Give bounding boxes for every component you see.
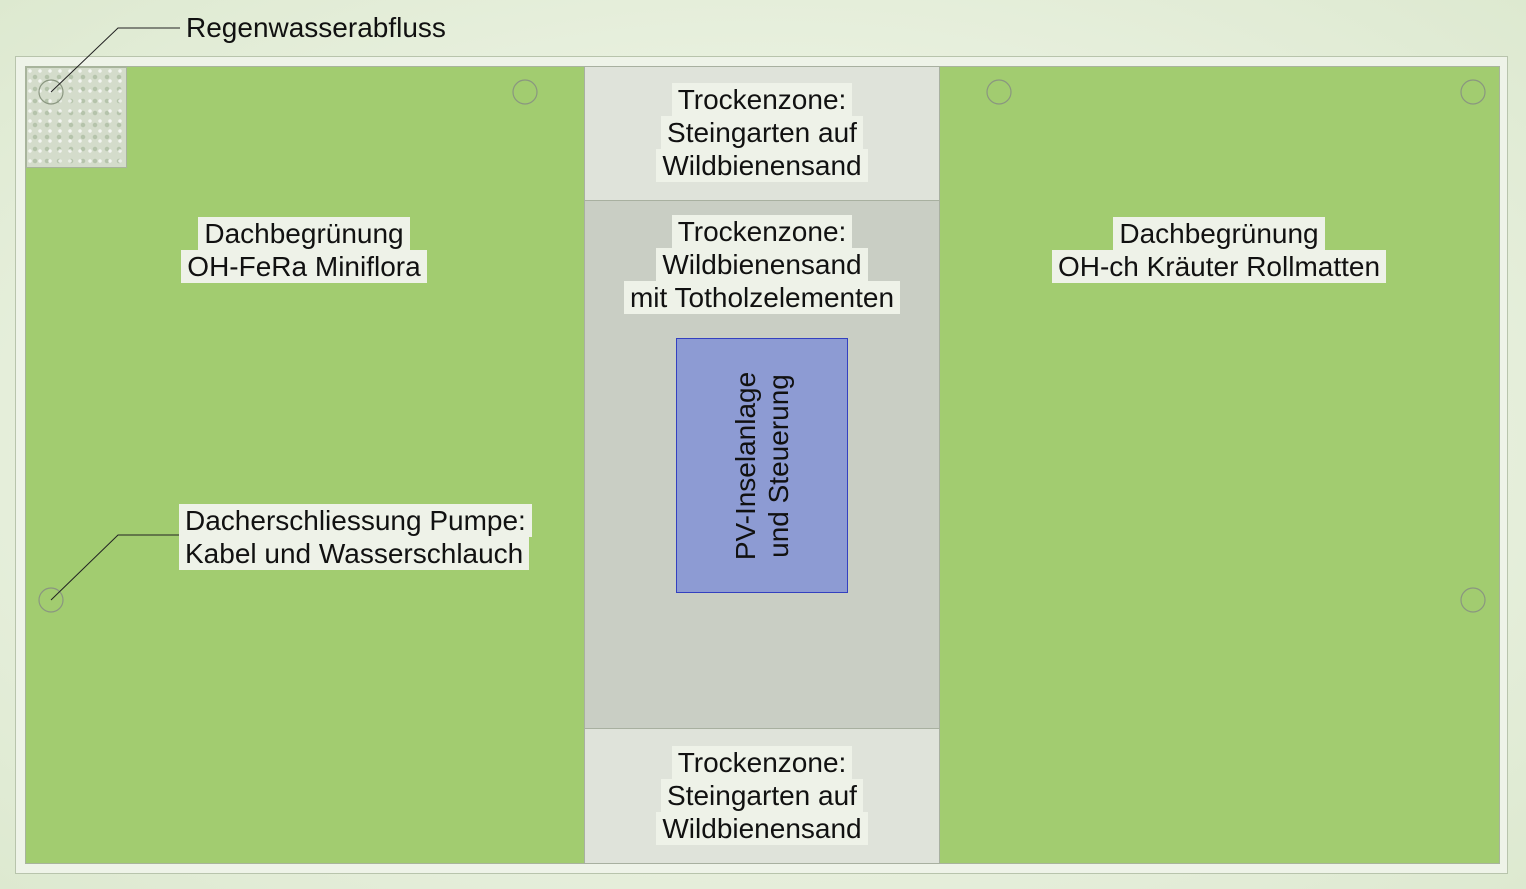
- green-roof-right-zone: [939, 66, 1500, 864]
- drain-outlet-circle: [1460, 587, 1486, 613]
- rainwater-drain-gravel: [26, 67, 127, 168]
- drain-outlet-circle: [512, 79, 538, 105]
- center-mid-label: Trockenzone: Wildbienensand mit Totholze…: [584, 215, 940, 314]
- left-zone-label: Dachbegrünung OH-FeRa Miniflora: [170, 217, 438, 283]
- pump-leader-line: [50, 534, 180, 601]
- right-zone-label: Dachbegrünung OH-ch Kräuter Rollmatten: [1036, 217, 1402, 283]
- pv-system-box: PV-Inselanlage und Steuerung: [676, 338, 848, 593]
- pv-system-label: PV-Inselanlage und Steuerung: [730, 371, 794, 560]
- drain-outlet-circle: [1460, 79, 1486, 105]
- pump-access-circle: [38, 587, 64, 613]
- drain-outlet-circle: [986, 79, 1012, 105]
- drain-outlet-circle: [38, 79, 64, 105]
- regenwasser-leader-line: [50, 27, 180, 93]
- pump-label: Dacherschliessung Pumpe: Kabel und Wasse…: [179, 504, 532, 570]
- green-roof-left-zone: [25, 66, 585, 864]
- regenwasser-label: Regenwasserabfluss: [186, 12, 446, 43]
- center-bottom-label: Trockenzone: Steingarten auf Wildbienens…: [584, 746, 940, 845]
- center-top-label: Trockenzone: Steingarten auf Wildbienens…: [584, 83, 940, 182]
